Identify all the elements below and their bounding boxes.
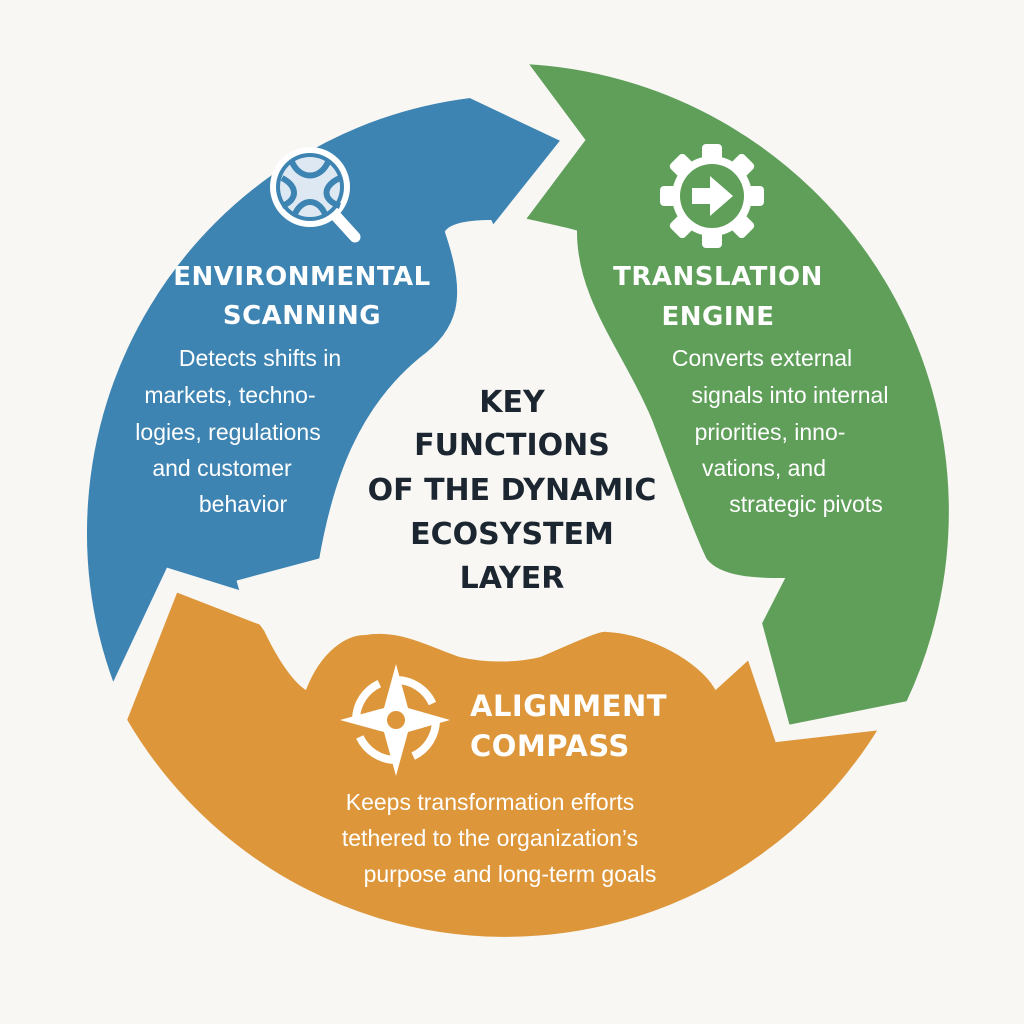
translation-text: TRANSLATION ENGINE Converts external sig… [613,262,888,517]
alignment-arrow-segment [122,587,885,941]
scanning-arrow-segment [83,93,567,693]
scanning-text: ENVIRONMENTAL SCANNING Detects shifts in… [135,262,430,517]
translation-body-line: strategic pivots [729,491,882,517]
center-title-line: ECOSYSTEM [410,517,614,552]
alignment-body-line: Keeps transformation efforts [346,789,635,815]
alignment-body-line: tethered to the organization’s [342,825,638,851]
alignment-title: ALIGNMENT [470,689,667,723]
scanning-body-line: Detects shifts in [179,345,341,371]
gear-arrow-icon [660,144,764,248]
alignment-title: COMPASS [470,729,630,763]
center-title-line: LAYER [460,561,565,596]
translation-body-line: signals into internal [692,382,889,408]
center-title-line: FUNCTIONS [414,428,610,463]
scanning-body-line: and customer [152,455,292,481]
translation-body-line: vations, and [702,455,826,481]
alignment-body-line: purpose and long-term goals [364,861,657,887]
translation-body-line: priorities, inno- [695,419,846,445]
scanning-title: SCANNING [223,301,381,331]
center-title: KEY FUNCTIONS OF THE DYNAMIC ECOSYSTEM L… [368,385,657,596]
scanning-body-line: markets, techno- [144,382,315,408]
scanning-body-line: logies, regulations [135,419,320,445]
scanning-title: ENVIRONMENTAL [173,262,431,292]
magnifier-globe-icon [270,147,361,243]
translation-title: ENGINE [661,302,774,332]
alignment-text: ALIGNMENT COMPASS Keeps transformation e… [342,689,667,887]
compass-icon [340,664,450,776]
translation-title: TRANSLATION [613,262,823,292]
scanning-body-line: behavior [199,491,288,517]
center-title-line: OF THE DYNAMIC [368,473,657,508]
center-title-line: KEY [479,385,546,420]
translation-arrow-segment [519,59,953,730]
translation-body-line: Converts external [672,345,852,371]
